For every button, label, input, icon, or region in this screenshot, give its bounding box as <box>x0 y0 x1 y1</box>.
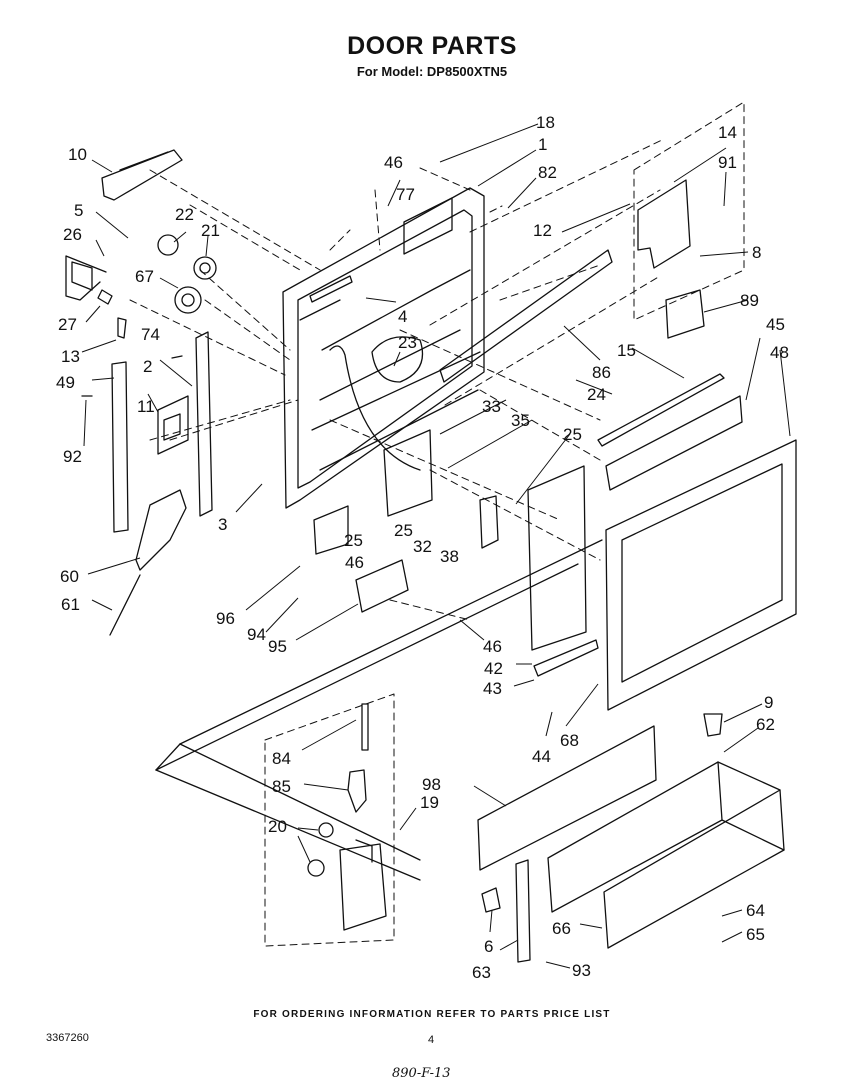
callout-label-92: 92 <box>63 447 82 466</box>
callout-label-15: 15 <box>617 341 636 360</box>
callout-label-48: 48 <box>770 343 789 362</box>
callout-label-95: 95 <box>268 637 287 656</box>
right-parts <box>313 179 797 711</box>
callout-label-19: 19 <box>420 793 439 812</box>
callout-label-86: 86 <box>592 363 611 382</box>
callout-label-1: 1 <box>538 135 547 154</box>
callout-label-18: 18 <box>536 113 555 132</box>
callout-label-14: 14 <box>718 123 737 142</box>
callout-label-46: 46 <box>384 153 403 172</box>
callout-label-13: 13 <box>61 347 80 366</box>
callout-label-4: 4 <box>398 307 407 326</box>
callout-label-25: 25 <box>344 531 363 550</box>
hinge-box <box>264 693 395 947</box>
callout-label-64: 64 <box>746 901 765 920</box>
callout-label-67: 67 <box>135 267 154 286</box>
callout-leaders <box>81 123 791 969</box>
callout-label-63: 63 <box>472 963 491 982</box>
model-subtitle: For Model: DP8500XTN5 <box>356 64 508 79</box>
callout-label-93: 93 <box>572 961 591 980</box>
hinge-group-box <box>633 101 745 321</box>
callout-label-84: 84 <box>272 749 291 768</box>
callout-label-68: 68 <box>560 731 579 750</box>
assembly-leader-lines <box>129 139 663 621</box>
callout-label-27: 27 <box>58 315 77 334</box>
callout-label-49: 49 <box>56 373 75 392</box>
callout-label-74: 74 <box>141 325 160 344</box>
callout-label-8: 8 <box>752 243 761 262</box>
callout-label-32: 32 <box>413 537 432 556</box>
callout-label-89: 89 <box>740 291 759 310</box>
callout-label-12: 12 <box>533 221 552 240</box>
lower-panels <box>155 539 785 963</box>
callout-label-46: 46 <box>483 637 502 656</box>
page-number: 4 <box>428 1034 435 1046</box>
callout-label-62: 62 <box>756 715 775 734</box>
callout-label-42: 42 <box>484 659 503 678</box>
callout-label-43: 43 <box>483 679 502 698</box>
callout-label-21: 21 <box>201 221 220 240</box>
callout-label-3: 3 <box>218 515 227 534</box>
callout-label-20: 20 <box>268 817 287 836</box>
callout-label-85: 85 <box>272 777 291 796</box>
callout-label-98: 98 <box>422 775 441 794</box>
callout-label-26: 26 <box>63 225 82 244</box>
callout-label-45: 45 <box>766 315 785 334</box>
callout-label-44: 44 <box>532 747 551 766</box>
callout-label-91: 91 <box>718 153 737 172</box>
callout-label-94: 94 <box>247 625 266 644</box>
ordering-note: FOR ORDERING INFORMATION REFER TO PARTS … <box>253 1009 611 1020</box>
hinge-parts <box>307 703 387 931</box>
page-title: DOOR PARTS <box>347 32 517 60</box>
callout-label-23: 23 <box>398 333 417 352</box>
callout-label-77: 77 <box>396 185 415 204</box>
callout-label-9: 9 <box>764 693 773 712</box>
callout-label-38: 38 <box>440 547 459 566</box>
callout-label-10: 10 <box>68 145 87 164</box>
callout-label-6: 6 <box>484 937 493 956</box>
callout-label-22: 22 <box>175 205 194 224</box>
callout-label-66: 66 <box>552 919 571 938</box>
callout-label-96: 96 <box>216 609 235 628</box>
callout-label-65: 65 <box>746 925 765 944</box>
callout-label-61: 61 <box>61 595 80 614</box>
callout-label-46: 46 <box>345 553 364 572</box>
handwritten-reference: 890-F-13 <box>392 1066 451 1081</box>
callout-label-11: 11 <box>137 397 155 416</box>
door-inner-frame <box>282 187 485 509</box>
callout-label-25: 25 <box>563 425 582 444</box>
callout-label-35: 35 <box>511 411 530 430</box>
callout-label-33: 33 <box>482 397 501 416</box>
callout-label-24: 24 <box>587 385 606 404</box>
callout-label-5: 5 <box>74 201 83 220</box>
callout-label-60: 60 <box>60 567 79 586</box>
callout-label-25: 25 <box>394 521 413 540</box>
callout-label-82: 82 <box>538 163 557 182</box>
callout-label-2: 2 <box>143 357 152 376</box>
document-number: 3367260 <box>46 1032 89 1044</box>
left-parts <box>65 149 217 636</box>
